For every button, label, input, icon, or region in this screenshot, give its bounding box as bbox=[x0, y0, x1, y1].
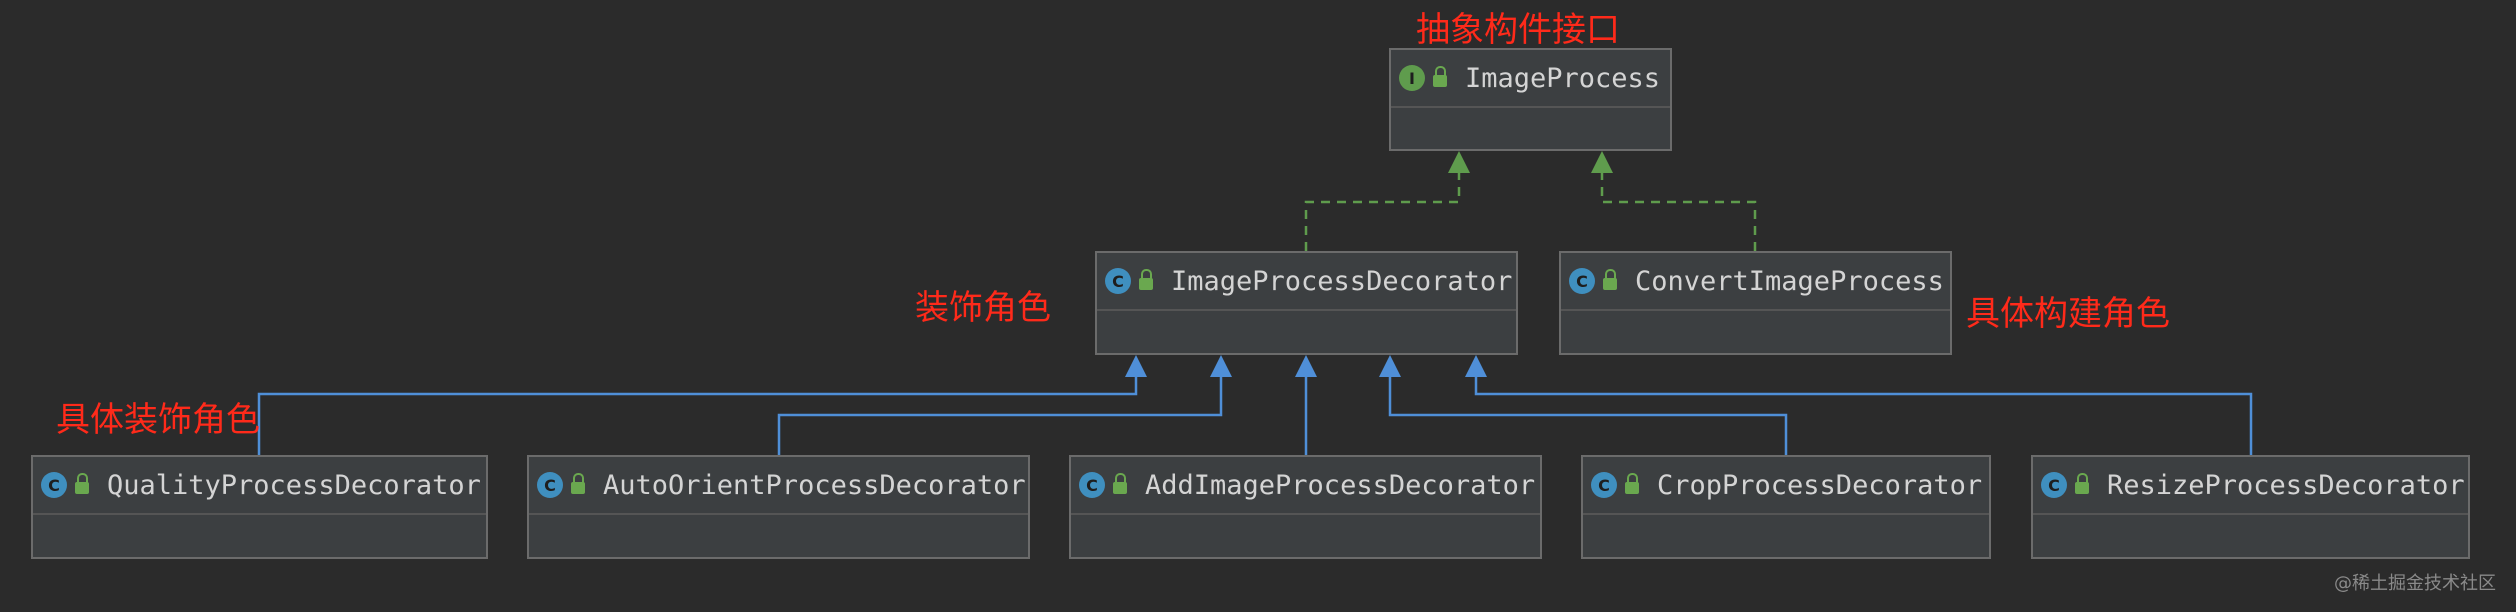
node-header: C QualityProcessDecorator bbox=[33, 457, 486, 515]
node-title: ImageProcessDecorator bbox=[1171, 265, 1513, 297]
class-c-icon: C bbox=[1569, 268, 1595, 294]
watermark: @稀土掘金技术社区 bbox=[2334, 573, 2496, 594]
node-title: ResizeProcessDecorator bbox=[2107, 469, 2465, 501]
label-decorator-role: 装饰角色 bbox=[915, 288, 1051, 328]
node-title: QualityProcessDecorator bbox=[107, 469, 481, 501]
arrowhead-add-image-process-decorator bbox=[1295, 355, 1317, 377]
class-c-icon: C bbox=[1079, 472, 1105, 498]
node-title: AutoOrientProcessDecorator bbox=[603, 469, 1026, 501]
class-c-icon: C bbox=[41, 472, 67, 498]
node-resize-process-decorator[interactable]: C ResizeProcessDecorator bbox=[2031, 455, 2470, 559]
node-add-image-process-decorator[interactable]: C AddImageProcessDecorator bbox=[1069, 455, 1542, 559]
label-concrete-decorator: 具体装饰角色 bbox=[56, 400, 260, 440]
unlock-icon bbox=[1139, 269, 1153, 290]
node-header: C ConvertImageProcess bbox=[1561, 253, 1950, 311]
unlock-icon bbox=[1113, 473, 1127, 494]
arrowhead-auto-orient-process-decorator bbox=[1210, 355, 1232, 377]
node-convert-image-process[interactable]: C ConvertImageProcess bbox=[1559, 251, 1952, 355]
arrowhead-convert-image-process bbox=[1591, 151, 1613, 173]
class-c-icon: C bbox=[537, 472, 563, 498]
unlock-icon bbox=[1625, 473, 1639, 494]
edge-extends-resize-process-decorator bbox=[1474, 375, 2253, 455]
edge-extends-auto-orient-process-decorator bbox=[777, 375, 1223, 455]
interface-i-icon: I bbox=[1399, 65, 1425, 91]
node-quality-process-decorator[interactable]: C QualityProcessDecorator bbox=[31, 455, 488, 559]
node-image-process[interactable]: I ImageProcess bbox=[1389, 48, 1672, 151]
node-header: C AddImageProcessDecorator bbox=[1071, 457, 1540, 515]
edge-extends-crop-process-decorator bbox=[1388, 375, 1788, 455]
node-title: ImageProcess bbox=[1465, 62, 1661, 94]
unlock-icon bbox=[1603, 269, 1617, 290]
edges-layer bbox=[257, 151, 2253, 455]
class-c-icon: C bbox=[1591, 472, 1617, 498]
edge-extends-quality-process-decorator bbox=[257, 375, 1138, 455]
arrowhead-crop-process-decorator bbox=[1379, 355, 1401, 377]
unlock-icon bbox=[2075, 473, 2089, 494]
node-auto-orient-process-decorator[interactable]: C AutoOrientProcessDecorator bbox=[527, 455, 1030, 559]
node-image-process-decorator[interactable]: C ImageProcessDecorator bbox=[1095, 251, 1518, 355]
node-title: ConvertImageProcess bbox=[1635, 265, 1944, 297]
unlock-icon bbox=[75, 473, 89, 494]
edge-implements-convert-image-process bbox=[1600, 171, 1757, 251]
arrowhead-image-process-decorator bbox=[1448, 151, 1470, 173]
node-title: AddImageProcessDecorator bbox=[1145, 469, 1536, 501]
label-abstract-component: 抽象构件接口 bbox=[1416, 10, 1620, 50]
node-crop-process-decorator[interactable]: C CropProcessDecorator bbox=[1581, 455, 1991, 559]
node-header: I ImageProcess bbox=[1391, 50, 1670, 108]
node-header: C ResizeProcessDecorator bbox=[2033, 457, 2468, 515]
class-c-icon: C bbox=[2041, 472, 2067, 498]
unlock-icon bbox=[571, 473, 585, 494]
node-header: C CropProcessDecorator bbox=[1583, 457, 1989, 515]
class-c-icon: C bbox=[1105, 268, 1131, 294]
node-header: C AutoOrientProcessDecorator bbox=[529, 457, 1028, 515]
edge-implements-image-process-decorator bbox=[1304, 171, 1461, 251]
label-concrete-component: 具体构建角色 bbox=[1966, 294, 2170, 334]
arrowhead-resize-process-decorator bbox=[1465, 355, 1487, 377]
node-header: C ImageProcessDecorator bbox=[1097, 253, 1516, 311]
arrowhead-quality-process-decorator bbox=[1125, 355, 1147, 377]
node-title: CropProcessDecorator bbox=[1657, 469, 1983, 501]
unlock-icon bbox=[1433, 66, 1447, 87]
